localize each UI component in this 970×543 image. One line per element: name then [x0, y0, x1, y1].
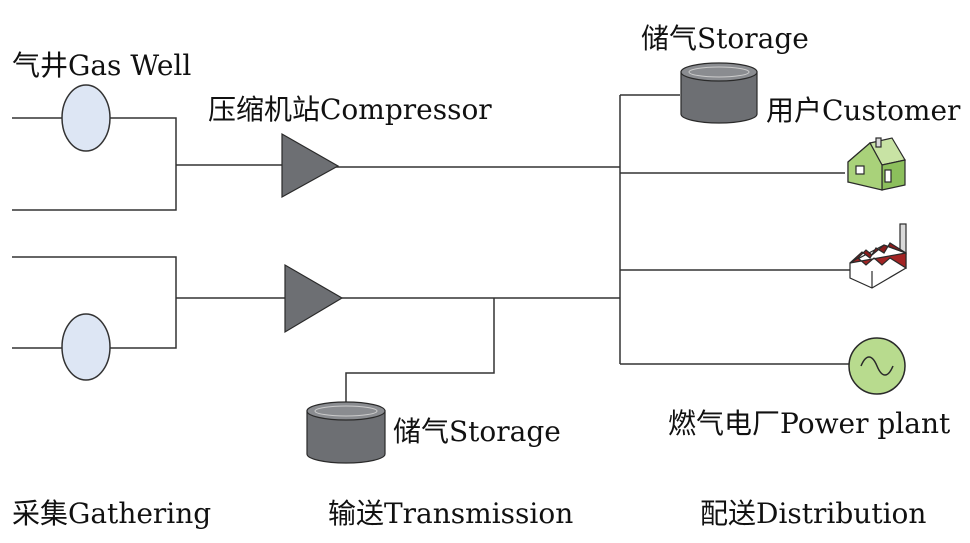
power-plant-icon: [848, 337, 906, 395]
storage-tank-icon: [306, 401, 386, 464]
compressor-label: 压缩机站Compressor: [208, 93, 492, 126]
gas-well-icon: [61, 84, 111, 152]
compressor-icon: [284, 263, 344, 334]
pipelines: [12, 94, 850, 405]
storage-branch: [345, 298, 495, 405]
storage-tank-icon: [680, 62, 758, 124]
gas-well-icon: [61, 313, 111, 381]
gas-well-label: 气井Gas Well: [12, 49, 192, 82]
stage-gathering-label: 采集Gathering: [12, 497, 212, 530]
house-icon: [847, 137, 906, 191]
storage-top-label: 储气Storage: [641, 22, 809, 55]
storage-bottom-label: 储气Storage: [393, 415, 561, 448]
stage-distribution-label: 配送Distribution: [700, 497, 927, 530]
compressor-icon: [281, 132, 340, 199]
stage-transmission-label: 输送Transmission: [328, 497, 574, 530]
power-plant-label: 燃气电厂Power plant: [668, 407, 951, 440]
factory-icon: [849, 223, 907, 289]
customer-label: 用户Customer: [766, 94, 961, 127]
